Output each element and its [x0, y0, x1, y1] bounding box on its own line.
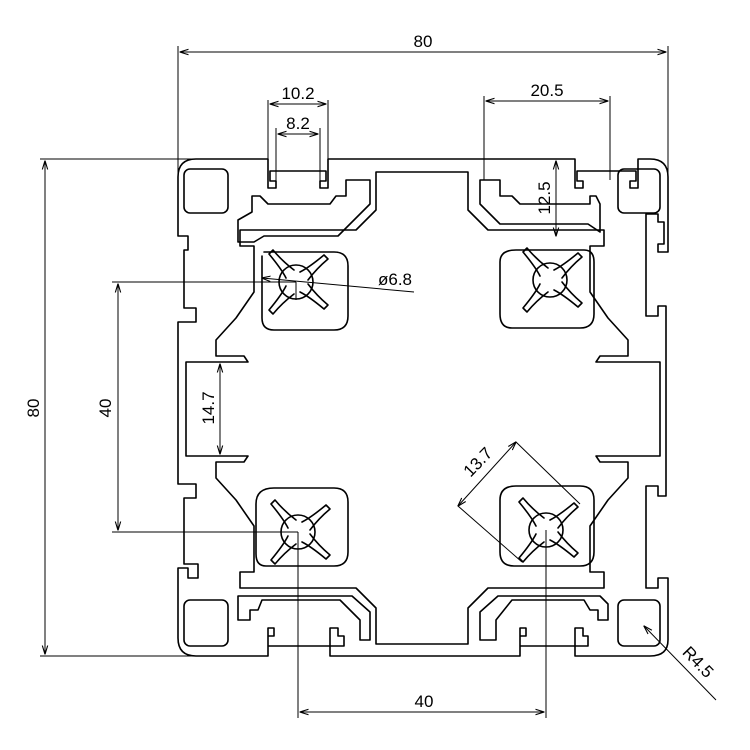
dim-slot-pitch-width: 20.5: [530, 81, 563, 100]
dim-web-height: 14.7: [199, 391, 218, 424]
dim-diagonal: 13.7: [460, 444, 497, 481]
dimension-lines: [40, 46, 717, 718]
dim-bolt-center-horizontal: 40: [415, 692, 434, 711]
dim-slot-opening-inner: 8.2: [286, 114, 310, 133]
profile-outline: [177, 158, 669, 657]
dim-overall-width: 80: [414, 32, 433, 51]
dim-core-hole-diameter: ø6.8: [378, 270, 412, 289]
dim-slot-opening-outer: 10.2: [281, 84, 314, 103]
dimension-labels: 80 10.2 8.2 20.5 12.5 80 40 ø6.8 14.7 13…: [24, 32, 717, 711]
dim-slot-depth: 12.5: [535, 181, 554, 214]
dim-corner-radius: R4.5: [679, 643, 718, 682]
dim-bolt-center-vertical: 40: [96, 399, 115, 418]
dim-overall-height: 80: [24, 399, 43, 418]
